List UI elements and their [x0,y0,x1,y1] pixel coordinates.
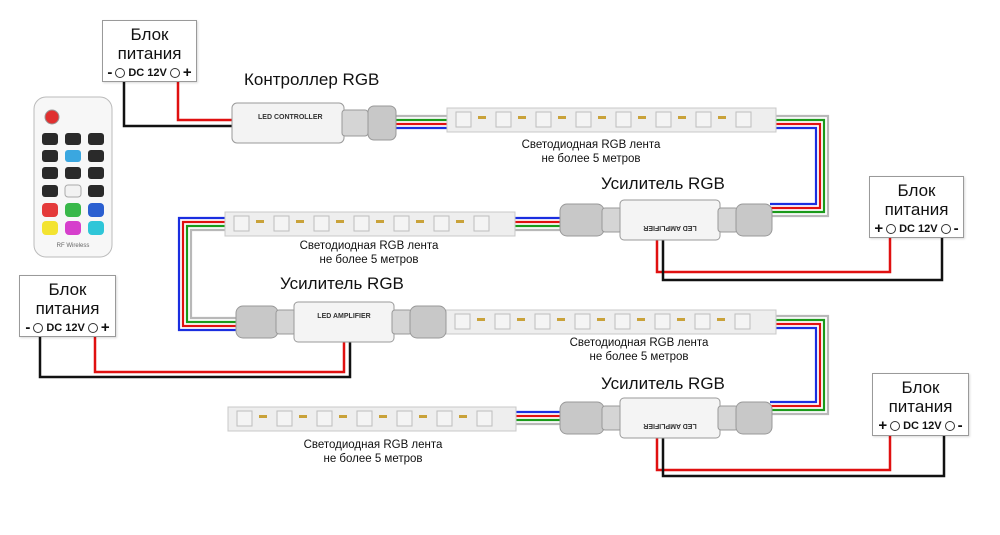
psu2-wires [655,228,944,282]
plus-terminal-sign: + [874,220,884,237]
plus-terminal-sign: + [100,319,110,336]
controller-device-text: LED CONTROLLER [258,114,323,121]
terminal-icon [115,68,126,78]
led-strip-4 [227,406,517,432]
rgb-controller: LED CONTROLLER [231,102,397,144]
amplifier-1: LED AMPLIFIER [559,199,773,241]
terminal-icon [944,421,955,431]
controller-label: Контроллер RGB [244,70,380,89]
amplifier-3-label: Усилитель RGB [601,374,725,393]
psu3-wires [38,325,352,379]
amplifier-1-device-text: LED AMPLIFIER [643,224,696,231]
led-strip-2 [224,211,516,237]
rf-remote: RF Wireless [33,96,113,258]
plus-terminal-sign: + [182,64,192,81]
psu4-wires [655,428,946,478]
voltage-label: DC 12V [128,67,167,79]
amplifier-2: LED AMPLIFIER [235,301,447,343]
led-strip-1 [446,107,777,133]
voltage-label: DC 12V [899,223,938,235]
terminal-icon [169,68,180,78]
terminal-icon [890,421,901,431]
terminal-icon [87,323,98,333]
led-strip-3 [445,309,777,335]
plus-terminal-sign: + [878,417,888,434]
amplifier-3-device-text: LED AMPLIFIER [643,422,696,429]
amplifier-2-label: Усилитель RGB [280,274,404,293]
rgb-bus-4 [515,410,565,426]
minus-terminal-sign: - [957,417,963,434]
minus-terminal-sign: - [107,64,113,81]
amplifier-2-device-text: LED AMPLIFIER [317,313,370,320]
amplifier-1-label: Усилитель RGB [601,174,725,193]
psu1-wires [122,72,234,128]
minus-terminal-sign: - [953,220,959,237]
terminal-icon [886,224,897,234]
minus-terminal-sign: - [25,319,31,336]
terminal-icon [33,323,44,333]
voltage-label: DC 12V [46,322,85,334]
power-button-icon [44,109,60,125]
terminal-icon [940,224,951,234]
voltage-label: DC 12V [903,420,942,432]
amplifier-3: LED AMPLIFIER [559,397,773,439]
remote-brand: RF Wireless [57,243,90,249]
